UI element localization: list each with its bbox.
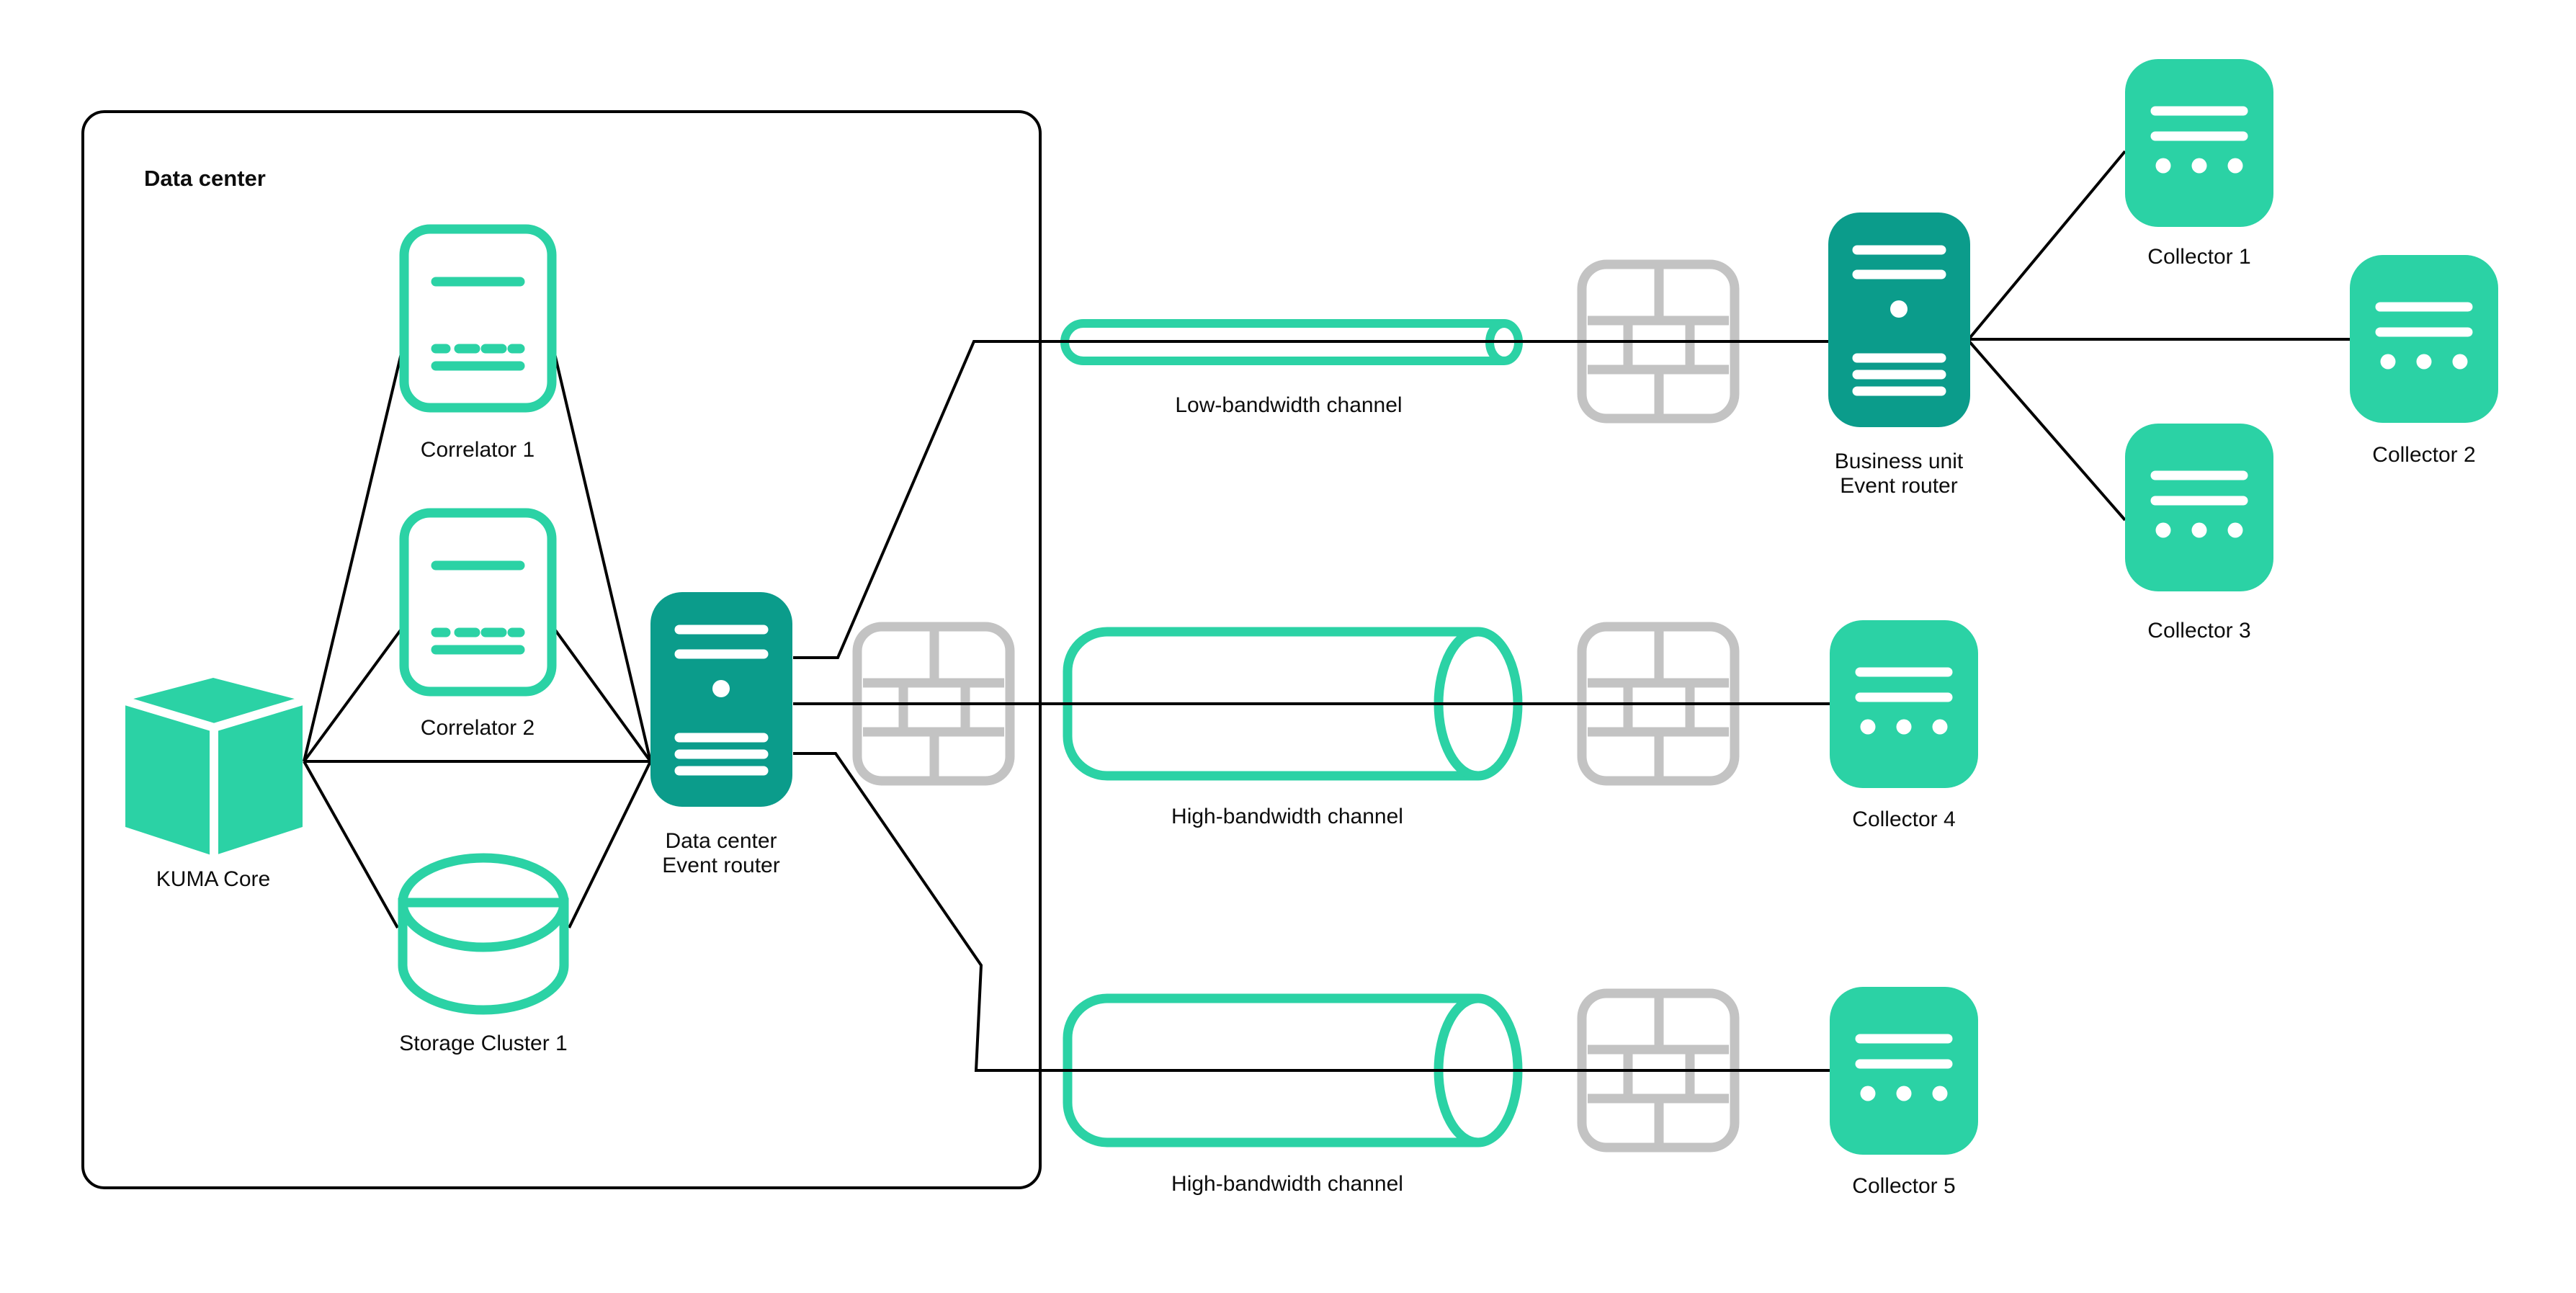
dc-event-router-label-line1: Data center bbox=[665, 829, 777, 853]
collector-3-label: Collector 3 bbox=[2147, 619, 2250, 643]
correlator-1-label: Correlator 1 bbox=[421, 438, 535, 462]
collector-2-label: Collector 2 bbox=[2372, 443, 2475, 467]
collector-1-label: Collector 1 bbox=[2147, 245, 2250, 269]
correlator-2-icon bbox=[399, 508, 557, 697]
connector-line bbox=[303, 624, 406, 763]
collector-4-icon bbox=[1830, 620, 1978, 788]
connector-line bbox=[1967, 339, 2126, 522]
collector-5-label: Collector 5 bbox=[1852, 1174, 1955, 1198]
data-center-boundary bbox=[81, 110, 1042, 1189]
high-bandwidth-channel-1-label: High-bandwidth channel bbox=[1171, 805, 1403, 828]
connector-line bbox=[1967, 150, 2126, 341]
kuma-core-icon bbox=[124, 678, 304, 856]
low-bandwidth-channel-label: Low-bandwidth channel bbox=[1175, 393, 1402, 417]
collector-5-icon bbox=[1830, 987, 1978, 1155]
connector-line bbox=[793, 340, 1902, 659]
connector-line bbox=[303, 341, 406, 762]
correlator-1-icon bbox=[399, 224, 557, 413]
connector-line bbox=[550, 624, 652, 763]
high-bandwidth-channel-2-label: High-bandwidth channel bbox=[1171, 1172, 1403, 1196]
bu-event-router-label-line2: Event router bbox=[1840, 474, 1957, 498]
bu-event-router-label-line1: Business unit bbox=[1835, 449, 1964, 473]
bu-event-router-icon bbox=[1828, 212, 1970, 427]
collector-3-icon bbox=[2125, 424, 2273, 591]
storage-cluster-label: Storage Cluster 1 bbox=[399, 1032, 567, 1055]
storage-cluster-icon bbox=[398, 853, 569, 1015]
kuma-core-label: KUMA Core bbox=[156, 867, 270, 891]
collector-2-icon bbox=[2350, 255, 2498, 423]
collector-4-label: Collector 4 bbox=[1852, 807, 1955, 831]
collector-1-icon bbox=[2125, 59, 2273, 227]
correlator-2-label: Correlator 2 bbox=[421, 716, 535, 740]
connector-line bbox=[303, 761, 399, 929]
connector-line bbox=[568, 761, 652, 929]
connector-line bbox=[793, 752, 1837, 1072]
connector-line bbox=[550, 341, 652, 762]
dc-event-router-label-line2: Event router bbox=[662, 854, 779, 877]
connector-lines bbox=[303, 150, 2350, 1072]
dc-event-router-icon bbox=[650, 592, 792, 807]
data-center-title: Data center bbox=[144, 166, 266, 191]
